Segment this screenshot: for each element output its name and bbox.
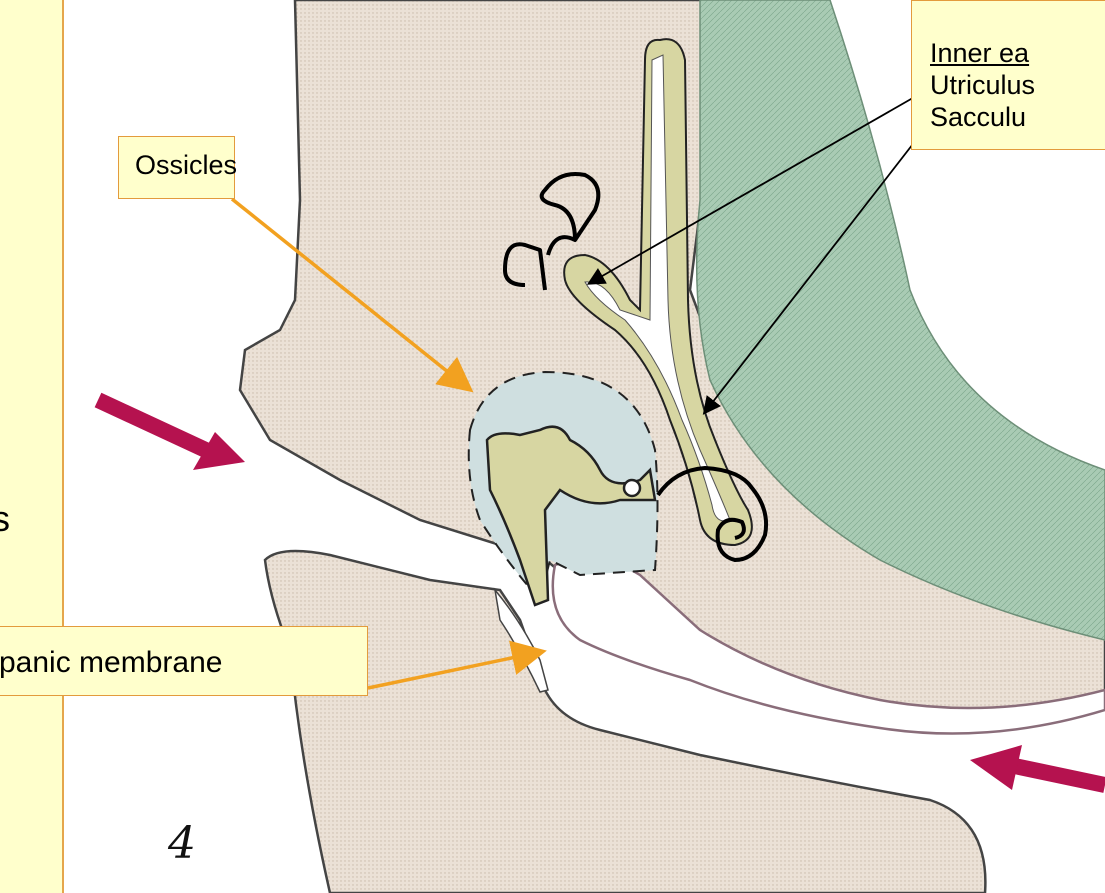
magenta-arrow-right xyxy=(970,745,1105,790)
inner-ear-title: Inner ea xyxy=(930,37,1105,69)
tympanic-label-text: panic membrane xyxy=(0,646,222,679)
figure-number: 4 xyxy=(168,818,196,869)
tympanic-membrane-label: panic membrane xyxy=(0,626,368,696)
inner-ear-label: Inner ea Utriculus Sacculu xyxy=(911,0,1105,150)
ossicles-label: Ossicles xyxy=(118,136,235,199)
ossicles-label-text: Ossicles xyxy=(135,150,237,180)
utriculus-label-text: Utriculus xyxy=(930,69,1105,101)
stapes-ring xyxy=(624,480,640,496)
magenta-arrow-left xyxy=(98,400,245,470)
sacculus-label-text: Sacculu xyxy=(930,101,1105,133)
